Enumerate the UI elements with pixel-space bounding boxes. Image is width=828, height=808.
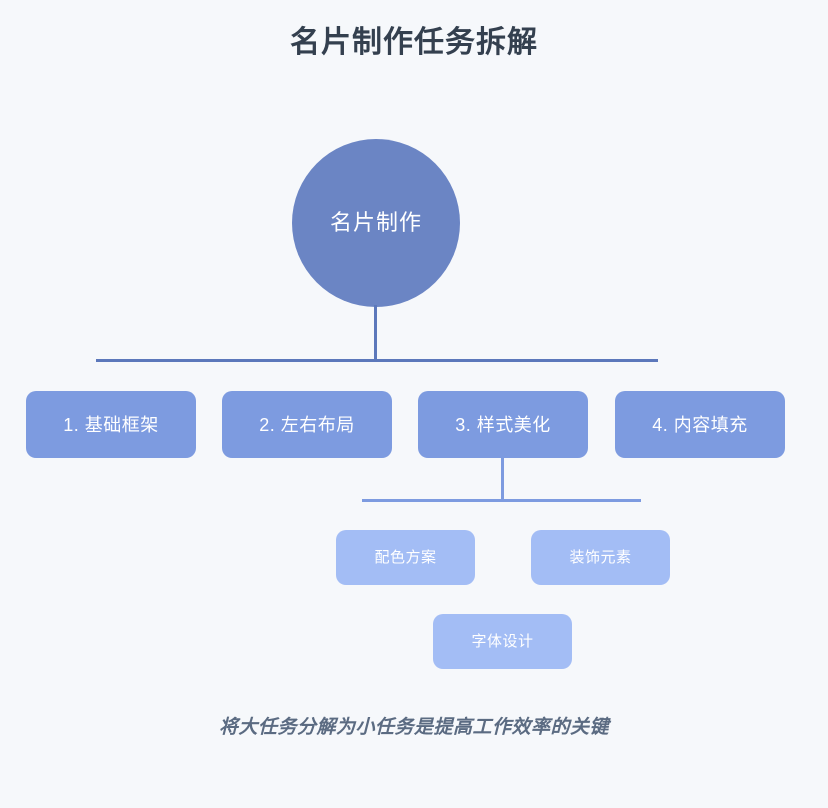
node-level2-typography-design[interactable]: 字体设计 (433, 614, 572, 669)
node-level2-color-scheme[interactable]: 配色方案 (336, 530, 475, 585)
root-node-label: 名片制作 (329, 210, 422, 235)
node-level1-label: 4. 内容填充 (652, 414, 748, 435)
node-level2-decorative-elements[interactable]: 装饰元素 (531, 530, 670, 585)
node-level1-content-fill[interactable]: 4. 内容填充 (615, 391, 785, 458)
node-level1-label: 2. 左右布局 (259, 414, 355, 435)
node-level1-left-right-layout[interactable]: 2. 左右布局 (222, 391, 392, 458)
root-node[interactable]: 名片制作 (292, 139, 460, 307)
node-level1-style-beautify[interactable]: 3. 样式美化 (418, 391, 588, 458)
connector-node3-stem (501, 458, 504, 502)
page-title: 名片制作任务拆解 (290, 26, 538, 59)
connector-level2-trunk (362, 499, 641, 502)
node-level2-label: 字体设计 (471, 632, 534, 650)
node-level2-label: 配色方案 (374, 548, 437, 566)
footer-caption: 将大任务分解为小任务是提高工作效率的关键 (218, 717, 609, 738)
connector-level1-trunk (96, 359, 658, 362)
node-level2-label: 装饰元素 (569, 548, 632, 566)
node-level1-basic-framework[interactable]: 1. 基础框架 (26, 391, 196, 458)
node-level1-label: 3. 样式美化 (455, 414, 551, 435)
connector-root-stem (374, 305, 377, 361)
node-level1-label: 1. 基础框架 (63, 414, 159, 435)
